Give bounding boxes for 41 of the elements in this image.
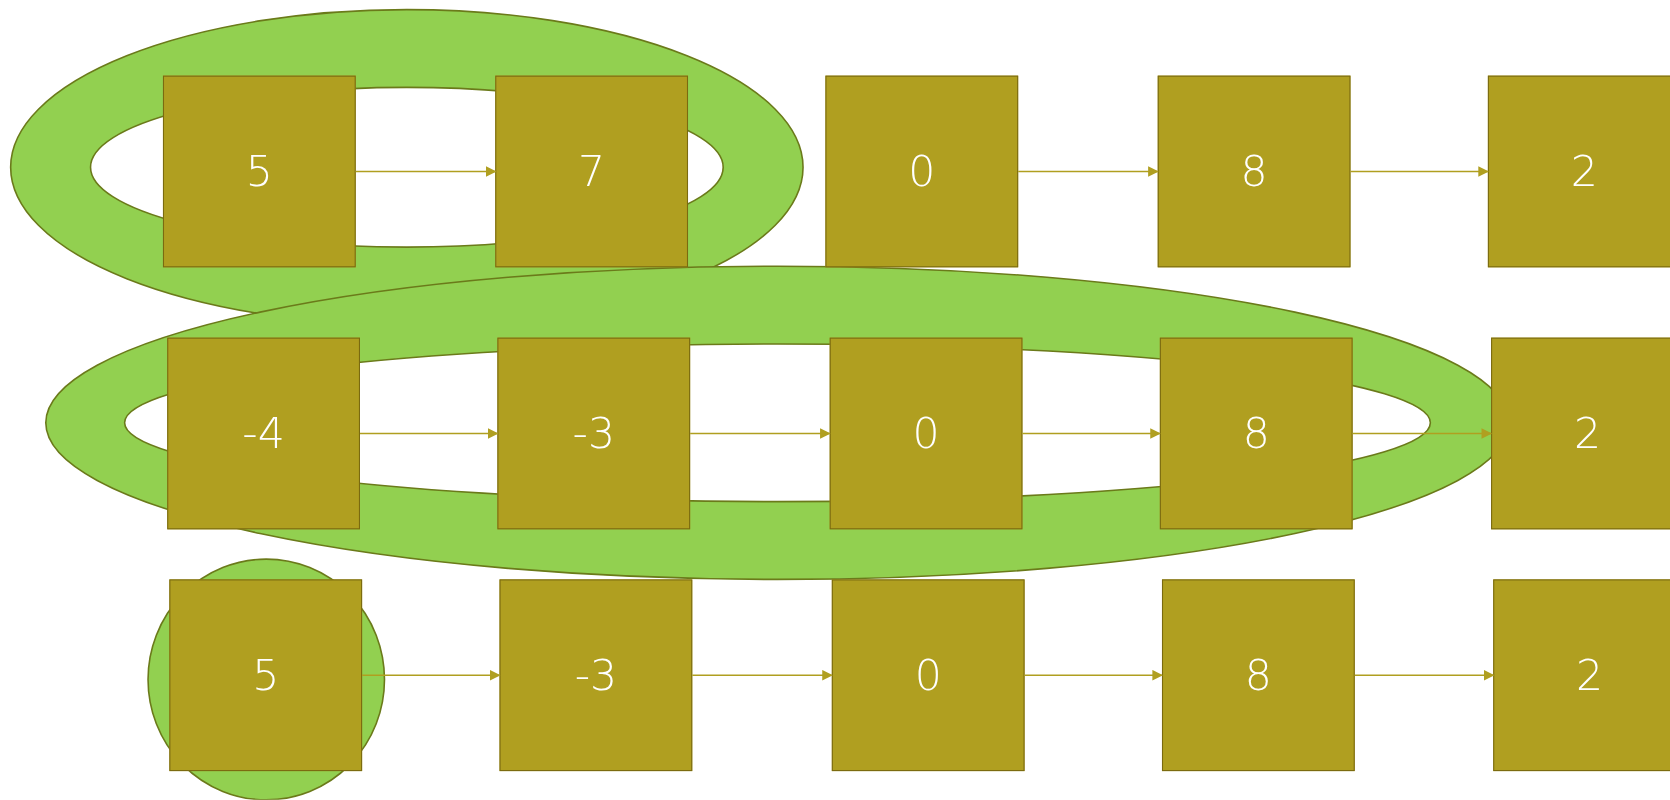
node-value: -3 — [572, 409, 615, 458]
arrow — [691, 669, 833, 681]
list-node-box — [1487, 75, 1670, 268]
node-value: 2 — [1576, 650, 1604, 700]
list-node-box — [162, 75, 356, 268]
node-value: 8 — [1242, 409, 1270, 458]
arrow — [1023, 669, 1164, 681]
arrow — [1353, 669, 1495, 681]
arrow — [1351, 428, 1493, 439]
arrow — [1349, 166, 1489, 177]
node-value: 5 — [252, 650, 280, 700]
list-node-box — [825, 75, 1019, 268]
node-value: 5 — [245, 147, 273, 196]
list-node-box — [1157, 75, 1351, 268]
list-node-box — [1161, 579, 1355, 772]
node-value: 8 — [1240, 147, 1268, 196]
list-node-box — [829, 337, 1023, 530]
node-value: 2 — [1570, 147, 1598, 196]
list-node-box — [497, 337, 691, 530]
list-node-box — [495, 75, 688, 268]
arrow — [361, 669, 501, 681]
list-node-box — [1493, 579, 1670, 772]
list-node-box — [167, 337, 360, 530]
node-value: 7 — [578, 147, 606, 196]
list-node-box — [499, 579, 693, 772]
list-node-box — [831, 579, 1025, 772]
arrow — [1021, 428, 1161, 439]
node-value: -4 — [242, 409, 285, 458]
arrow — [354, 166, 497, 177]
node-value: 0 — [908, 147, 936, 196]
list-node-box — [1491, 337, 1670, 530]
arrow — [1017, 166, 1159, 177]
node-value: 2 — [1573, 409, 1601, 458]
arrow — [359, 428, 499, 439]
list-node-box — [169, 579, 363, 772]
node-value: 0 — [914, 650, 942, 700]
node-value: -3 — [574, 650, 618, 700]
list-node-box — [1159, 337, 1353, 530]
arrow — [689, 428, 831, 439]
node-value: 8 — [1244, 650, 1272, 700]
node-value: 0 — [912, 409, 940, 458]
